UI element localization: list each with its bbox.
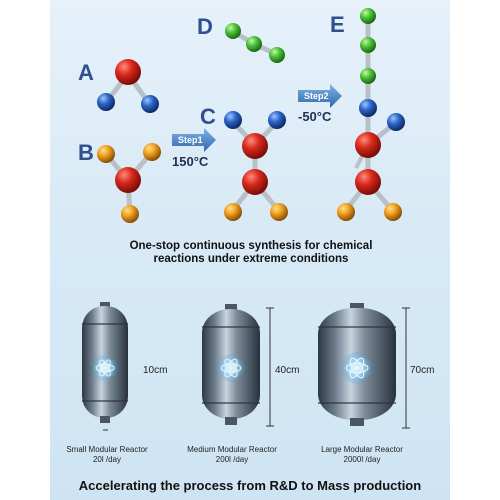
small-reactor-capacity: 20l /day <box>93 455 121 464</box>
atom-glow <box>91 354 119 382</box>
blue-atom <box>224 111 242 129</box>
large-reactor-capacity: 2000l /day <box>344 455 381 464</box>
medium-reactor: 40cm Medium Modular Reactor 200l /day <box>187 304 299 464</box>
reactor-seam <box>82 400 128 402</box>
atom-glow <box>340 351 374 385</box>
reactor-seam <box>202 402 260 404</box>
atom-icon <box>95 359 115 377</box>
step1-temperature: 150°C <box>172 154 209 169</box>
step1-arrow: Step1 150°C <box>172 128 216 169</box>
molecule-b: B <box>78 140 161 223</box>
blue-atom <box>359 99 377 117</box>
small-reactor-height: 10cm <box>143 365 167 376</box>
atom-icon <box>220 358 242 378</box>
reactor-top-nozzle <box>350 303 364 311</box>
step1-label: Step1 <box>178 135 203 145</box>
reactor-seam <box>82 323 128 325</box>
molecule-d-label: D <box>197 14 213 39</box>
blue-atom <box>268 111 286 129</box>
reactor-seam <box>318 402 396 404</box>
small-reactor: 10cm Small Modular Reactor 20l /day <box>66 302 167 464</box>
large-reactor-name: Large Modular Reactor <box>321 445 403 454</box>
atom-icon <box>345 357 369 379</box>
green-atom <box>269 47 285 63</box>
green-atom <box>225 23 241 39</box>
orange-atom <box>143 143 161 161</box>
figure-panel <box>50 0 450 500</box>
caption-line-2: reactions under extreme conditions <box>154 253 349 265</box>
molecule-e-label: E <box>330 12 345 37</box>
reactor-seam <box>318 326 396 328</box>
orange-atom <box>384 203 402 221</box>
blue-atom <box>97 93 115 111</box>
blue-atom <box>387 113 405 131</box>
arrow-right-icon <box>298 84 342 108</box>
step2-label: Step2 <box>304 91 329 101</box>
orange-atom <box>97 145 115 163</box>
large-reactor: 70cm Large Modular Reactor 2000l /day <box>318 303 434 464</box>
step2-temperature: -50°C <box>298 109 332 124</box>
reactor-bottom-nozzle <box>225 417 237 425</box>
medium-reactor-capacity: 200l /day <box>216 455 248 464</box>
red-atom <box>242 133 268 159</box>
molecule-b-label: B <box>78 140 94 165</box>
molecule-a-label: A <box>78 60 94 85</box>
reactor-bottom-nozzle <box>100 416 110 423</box>
reactor-top-nozzle <box>100 302 110 309</box>
reactor-bottom-nozzle <box>350 418 364 426</box>
red-atom <box>355 132 381 158</box>
molecule-c: C <box>200 104 288 221</box>
blue-atom <box>141 95 159 113</box>
green-atom <box>360 37 376 53</box>
medium-reactor-height: 40cm <box>275 365 299 376</box>
atom-glow <box>216 353 246 383</box>
red-atom <box>355 169 381 195</box>
caption-line-1: One-stop continuous synthesis for chemic… <box>130 240 373 252</box>
orange-atom <box>270 203 288 221</box>
green-atom <box>360 68 376 84</box>
small-reactor-name: Small Modular Reactor <box>66 445 148 454</box>
orange-atom <box>224 203 242 221</box>
reactor-top-nozzle <box>225 304 237 312</box>
molecule-e: E <box>330 8 405 221</box>
red-atom <box>115 59 141 85</box>
orange-atom <box>121 205 139 223</box>
arrow-right-icon <box>172 128 216 152</box>
red-atom <box>242 169 268 195</box>
orange-atom <box>337 203 355 221</box>
green-atom <box>360 8 376 24</box>
medium-reactor-name: Medium Modular Reactor <box>187 445 277 454</box>
molecule-d: D <box>197 14 285 63</box>
molecule-a: A <box>78 59 159 113</box>
large-reactor-height: 70cm <box>410 365 434 376</box>
reactor-seam <box>202 326 260 328</box>
green-atom <box>246 36 262 52</box>
step2-arrow: Step2 -50°C <box>298 84 342 124</box>
red-atom <box>115 167 141 193</box>
footer-tagline: Accelerating the process from R&D to Mas… <box>79 478 421 493</box>
molecule-c-label: C <box>200 104 216 129</box>
